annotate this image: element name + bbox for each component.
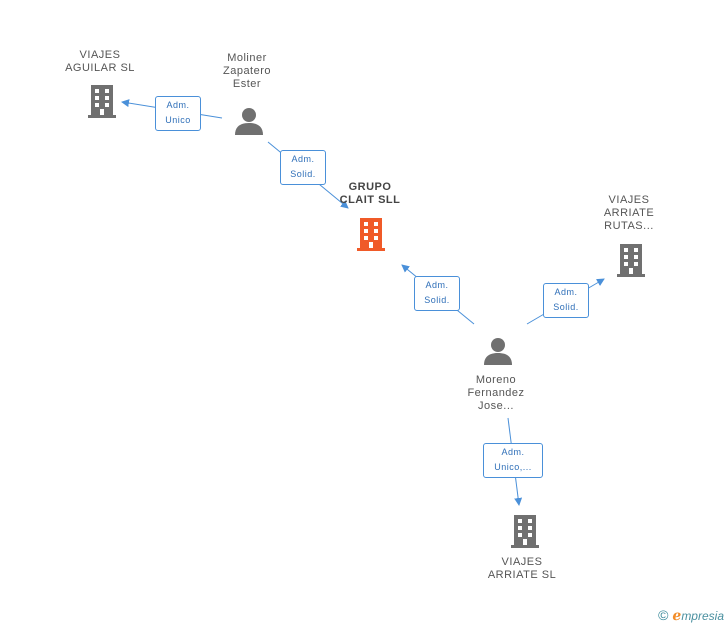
edge-badge-adm-solid[interactable]: Adm. Solid. <box>543 283 589 318</box>
edge-badge-adm-unico[interactable]: Adm. Unico,... <box>483 443 543 478</box>
building-icon[interactable] <box>355 216 387 252</box>
brand-name: mpresia <box>681 609 724 623</box>
edge-badge-adm-unico[interactable]: Adm. Unico <box>155 96 201 131</box>
node-label-viajes-aguilar[interactable]: VIAJES AGUILAR SL <box>65 49 135 74</box>
node-label-moliner[interactable]: Moliner Zapatero Ester <box>222 52 272 90</box>
building-icon[interactable] <box>86 83 118 119</box>
edge-badge-adm-solid[interactable]: Adm. Solid. <box>414 276 460 311</box>
building-icon[interactable] <box>615 242 647 278</box>
node-label-viajes-arriate[interactable]: VIAJES ARRIATE SL <box>487 556 557 581</box>
node-label-grupo-clait[interactable]: GRUPO CLAIT SLL <box>339 181 401 206</box>
person-icon[interactable] <box>234 106 264 136</box>
person-icon[interactable] <box>483 336 513 366</box>
footer-brand[interactable]: ©ℯmpresia <box>658 607 724 624</box>
building-icon[interactable] <box>509 513 541 549</box>
edge-badge-adm-solid[interactable]: Adm. Solid. <box>280 150 326 185</box>
brand-logo-e: ℯ <box>672 607 682 623</box>
node-label-moreno[interactable]: Moreno Fernandez Jose... <box>467 374 525 412</box>
copyright-icon: © <box>658 607 669 623</box>
node-label-viajes-arriate-rutas[interactable]: VIAJES ARRIATE RUTAS... <box>603 194 655 232</box>
